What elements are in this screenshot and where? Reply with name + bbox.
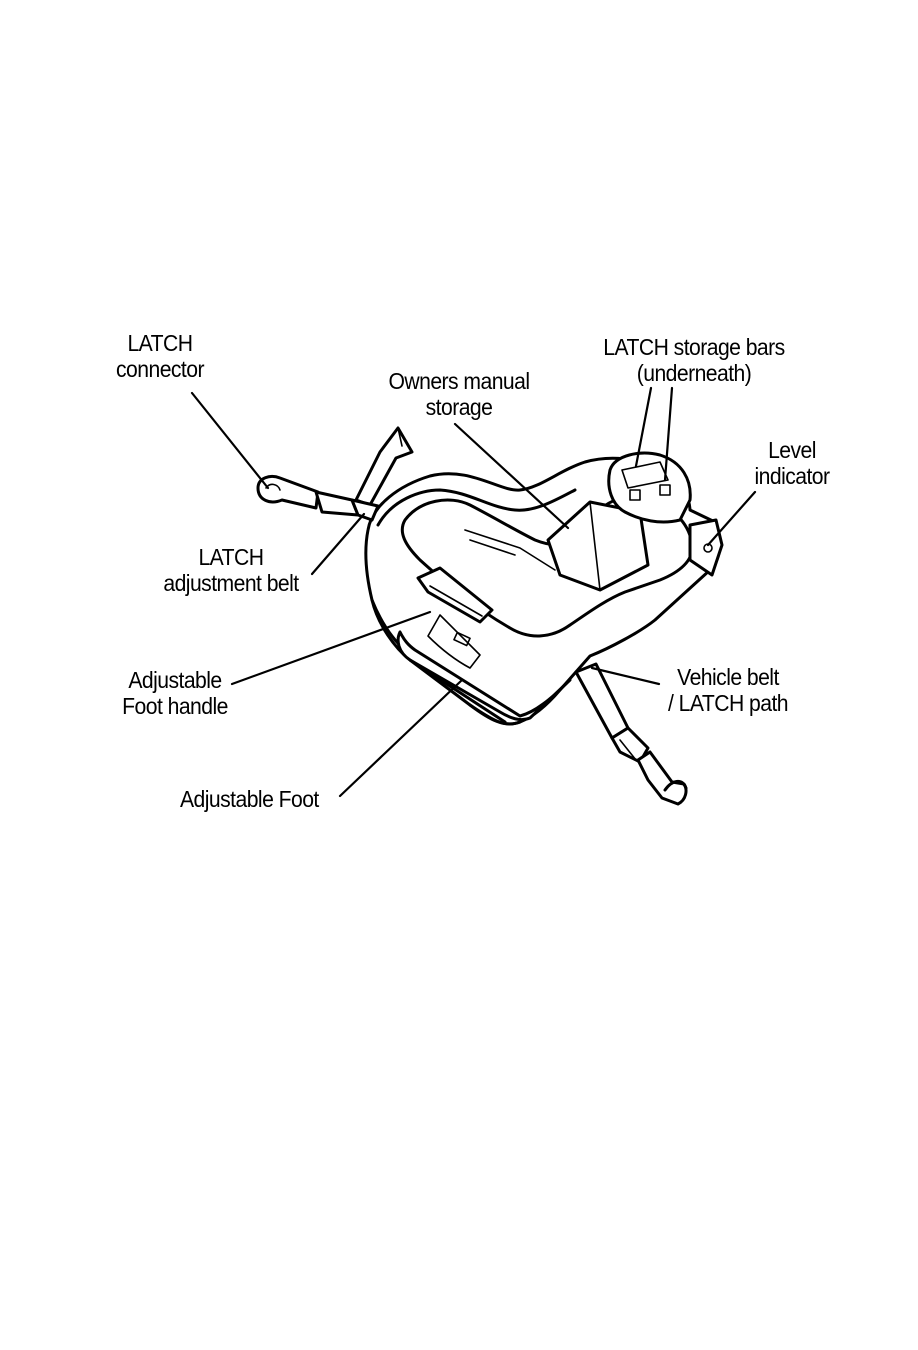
label-vehicle-belt-latch-path: Vehicle belt / LATCH path [660,664,796,716]
car-seat-base-illustration [258,428,722,804]
label-latch-storage-bars: LATCH storage bars (underneath) [593,334,795,386]
label-owners-manual-storage: Owners manual storage [381,368,537,420]
label-level-indicator: Level indicator [746,437,838,489]
leader-adjustable-foot [340,680,462,796]
label-latch-adjustment-belt: LATCH adjustment belt [153,544,309,596]
leader-latch-connector [192,393,268,488]
label-adjustable-foot: Adjustable Foot [180,786,319,812]
label-adjustable-foot-handle: Adjustable Foot handle [113,667,236,719]
right-latch-connector [638,752,686,804]
leader-level-indicator [708,492,755,545]
label-latch-connector: LATCH connector [108,330,211,382]
leader-latch-adjustment-belt [312,514,364,574]
